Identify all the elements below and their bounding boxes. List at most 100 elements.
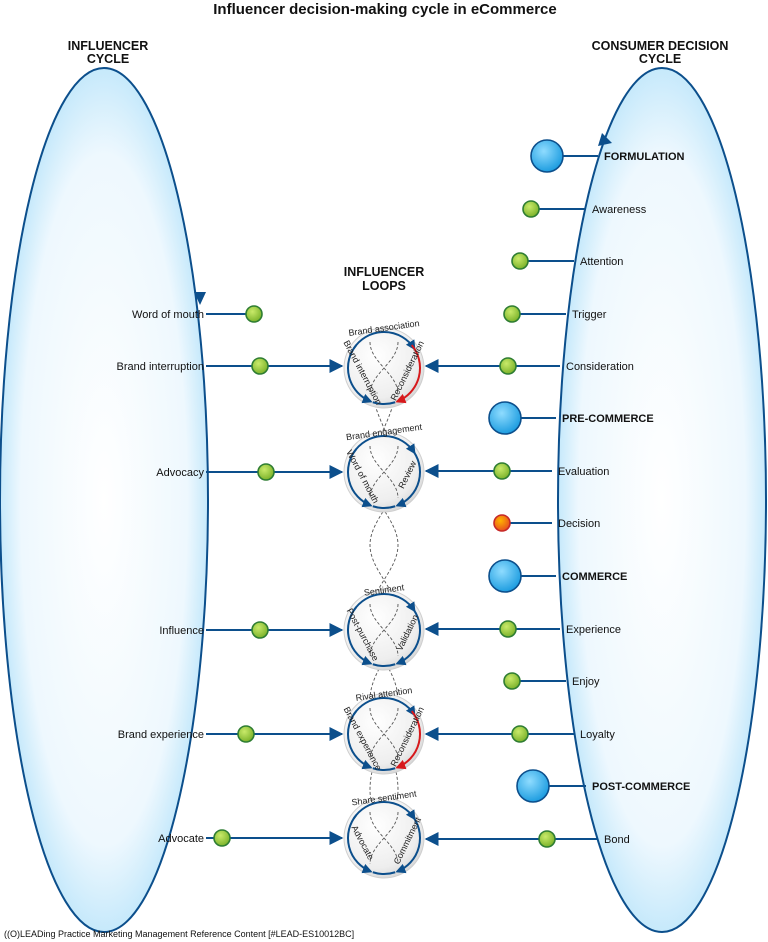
consumer-cycle-item-label: COMMERCE (562, 571, 627, 583)
consumer-cycle-item: Experience (424, 620, 621, 638)
stage-marker-icon (488, 401, 522, 435)
consumer-cycle-item: Attention (511, 252, 623, 270)
stage-marker-icon (488, 559, 522, 593)
influencer-cycle-heading-2: CYCLE (87, 52, 129, 66)
consumer-cycle-item-label: Evaluation (558, 466, 609, 478)
diagram-title: Influencer decision-making cycle in eCom… (213, 1, 556, 18)
influencer-cycle-ellipse (0, 67, 209, 933)
loop-bottom-arc (372, 401, 396, 405)
consumer-cycle-item-label: Attention (580, 256, 623, 268)
loop-inner-strands (369, 445, 399, 499)
influencer-cycle-item-label: Brand interruption (117, 361, 204, 373)
green-marker-icon (257, 463, 275, 481)
loop-left-arc (347, 448, 373, 508)
loop-right-arc (395, 344, 421, 404)
influencer-cycle-item-label: Brand experience (118, 729, 204, 741)
green-marker-icon (493, 462, 511, 480)
loop-inner-strands (369, 707, 399, 761)
influencer-cycle-item-label: Advocacy (156, 467, 204, 479)
green-marker-icon (522, 200, 540, 218)
loop-top-arc (352, 331, 416, 351)
consumer-cycle-item: Decision (493, 514, 600, 532)
consumer-cycle-item-label: Trigger (572, 309, 607, 321)
influencer-loops-heading-1: INFLUENCER (344, 265, 425, 279)
influencer-cycle-item: Word of mouth (132, 305, 263, 323)
consumer-cycle-item-label: PRE-COMMERCE (562, 413, 654, 425)
green-marker-icon (251, 357, 269, 375)
loop-right-arc (395, 448, 421, 508)
green-marker-icon (511, 725, 529, 743)
loop-left-arc (347, 814, 373, 874)
consumer-cycle-heading-2: CYCLE (639, 52, 681, 66)
green-marker-icon (213, 829, 231, 847)
stage-marker-icon (516, 769, 550, 803)
green-marker-icon (237, 725, 255, 743)
footer-credit: ((O)LEADing Practice Marketing Managemen… (4, 929, 354, 939)
consumer-cycle-item: POST-COMMERCE (516, 769, 690, 803)
consumer-cycle-item-label: Bond (604, 834, 630, 846)
loop-top-arc (352, 435, 416, 455)
consumer-cycle-item: PRE-COMMERCE (488, 401, 654, 435)
consumer-cycle-item: Bond (424, 830, 630, 848)
green-marker-icon (503, 305, 521, 323)
stage-marker-icon (530, 139, 564, 173)
consumer-cycle-item: Consideration (424, 357, 634, 375)
influencer-cycle-item: Advocacy (156, 463, 344, 481)
loop-bottom-arc (372, 871, 396, 875)
consumer-cycle-item-label: Enjoy (572, 676, 600, 688)
influencer-cycle-item-label: Influence (159, 625, 204, 637)
consumer-cycle-arrowhead (598, 133, 612, 146)
green-marker-icon (538, 830, 556, 848)
influencer-cycle-arrowhead (194, 292, 206, 305)
decision-marker-icon (493, 514, 511, 532)
consumer-cycle-item-label: POST-COMMERCE (592, 781, 690, 793)
consumer-cycle-item-label: Loyalty (580, 729, 615, 741)
consumer-cycle-item: Evaluation (424, 462, 609, 480)
loop-inner-strands (369, 811, 399, 865)
consumer-cycle-item-label: Experience (566, 624, 621, 636)
loop-left-arc (347, 606, 373, 666)
green-marker-icon (503, 672, 521, 690)
loop-left-arc (347, 710, 373, 770)
green-marker-icon (511, 252, 529, 270)
green-marker-icon (245, 305, 263, 323)
green-marker-icon (499, 620, 517, 638)
consumer-cycle-item: Awareness (522, 200, 647, 218)
influencer-loops-heading-2: LOOPS (362, 279, 406, 293)
consumer-cycle-item-label: Decision (558, 518, 600, 530)
green-marker-icon (499, 357, 517, 375)
consumer-cycle-item: Loyalty (424, 725, 615, 743)
consumer-cycle-item: COMMERCE (488, 559, 627, 593)
loop-inner-strands (369, 603, 399, 657)
loop-right-arc (395, 814, 421, 874)
consumer-cycle-item: FORMULATION (530, 139, 685, 173)
loop-right-arc (395, 606, 421, 666)
consumer-cycle-ellipse (557, 67, 767, 933)
loop-inner-strands (369, 341, 399, 395)
loop-bottom-arc (372, 767, 396, 771)
influencer-cycle-item-label: Word of mouth (132, 309, 204, 321)
loop-top-arc (352, 593, 416, 613)
consumer-cycle-heading-1: CONSUMER DECISION (592, 39, 729, 53)
consumer-cycle-item-label: Consideration (566, 361, 634, 373)
influencer-cycle-item: Brand interruption (117, 357, 344, 375)
influencer-cycle-heading-1: INFLUENCER (68, 39, 149, 53)
loop-bottom-arc (372, 505, 396, 509)
loop-right-arc (395, 710, 421, 770)
loop-top-arc (352, 697, 416, 717)
green-marker-icon (251, 621, 269, 639)
influencer-cycle-item: Brand experience (118, 725, 344, 743)
consumer-cycle-item-label: Awareness (592, 204, 647, 216)
influencer-cycle-item-label: Advocate (158, 833, 204, 845)
influencer-cycle-item: Influence (159, 621, 344, 639)
loop-top-arc (352, 801, 416, 821)
consumer-cycle-item: Enjoy (503, 672, 600, 690)
loop-left-arc (347, 344, 373, 404)
loop-bottom-arc (372, 663, 396, 667)
